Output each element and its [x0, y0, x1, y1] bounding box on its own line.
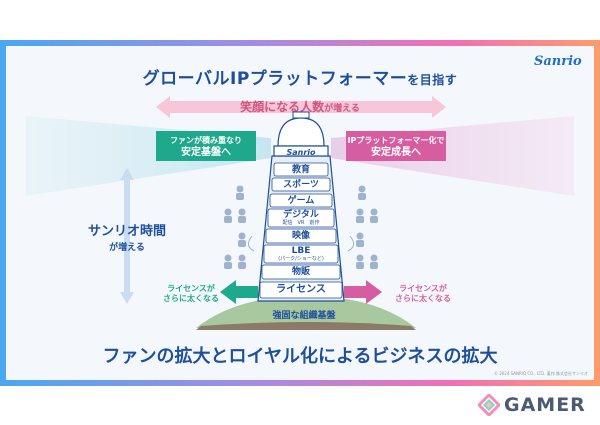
- left-people-icons: [224, 185, 246, 269]
- floor-digital: デジタル 配信 VR 創作: [268, 210, 334, 226]
- floor-sports-label: スポーツ: [283, 180, 319, 190]
- time-tail: が増える: [109, 243, 145, 253]
- floor-lbe-label: LBE: [291, 246, 311, 256]
- stable-growth-box: IPプラットフォーマー化で 安定成長へ: [346, 131, 446, 161]
- ground-label: 強固な組織基盤: [272, 311, 336, 321]
- floor-license: ライセンス: [260, 285, 342, 295]
- floor-license-label: ライセンス: [276, 284, 326, 295]
- tower-logo: Sanrio: [286, 148, 316, 157]
- license-left-line2: さらに太くなる: [163, 294, 219, 303]
- right-people-icons: [356, 185, 378, 269]
- slide: Sanrio グローバルIPプラットフォーマーを目指す 笑顔になる人数が増える …: [6, 46, 594, 380]
- floor-game-label: ゲーム: [287, 196, 315, 206]
- band-tail: が増える: [324, 104, 360, 114]
- floor-game: ゲーム: [270, 196, 332, 206]
- box-left-line2: 安定基盤へ: [181, 147, 231, 158]
- gamer-logo-icon: [478, 394, 500, 416]
- license-left-label: ライセンスが さらに太くなる: [156, 284, 226, 304]
- floor-video-label: 映像: [291, 231, 310, 241]
- vertical-double-arrow-icon: [120, 168, 134, 304]
- license-left-arrow: [220, 280, 258, 304]
- floor-education-label: 教育: [291, 165, 310, 175]
- copyright-text: © 2024 SANRIO CO., LTD. 著作 株式会社サンリオ: [493, 371, 588, 376]
- lighthouse-tower: [196, 111, 416, 330]
- time-main: サンリオ時間: [87, 224, 166, 239]
- license-right-line2: さらに太くなる: [395, 294, 451, 303]
- slide-title: グローバルIPプラットフォーマーを目指す: [6, 64, 594, 89]
- floor-digital-sub: 配信 VR 創作: [282, 220, 320, 226]
- title-main: グローバルIPプラットフォーマー: [142, 69, 408, 89]
- floor-merchandise: 物販: [262, 267, 340, 277]
- box-left-line1: ファンが積み重なり: [170, 136, 242, 145]
- sanrio-time-label: サンリオ時間 が増える: [82, 224, 172, 256]
- license-left-line1: ライセンスが: [167, 284, 215, 293]
- floor-lbe-sub: (パーク/ショーなど): [278, 256, 324, 262]
- floor-merchandise-label: 物販: [291, 267, 310, 277]
- floor-education: 教育: [274, 165, 328, 175]
- floor-lbe: LBE (パーク/ショーなど): [264, 246, 338, 262]
- license-right-arrow: [344, 280, 382, 304]
- floor-sports: スポーツ: [272, 180, 330, 190]
- license-right-line1: ライセンスが: [399, 284, 447, 293]
- band-label: 笑顔になる人数が増える: [6, 98, 594, 115]
- title-tail: を目指す: [407, 73, 458, 87]
- bottom-headline: ファンの拡大とロイヤル化によるビジネスの拡大: [102, 346, 498, 367]
- double-arrow-band: [156, 96, 446, 118]
- floor-video: 映像: [266, 231, 336, 241]
- floor-digital-label: デジタル: [283, 210, 319, 220]
- gamer-watermark-text: GAMER: [504, 394, 586, 416]
- box-right-line2: 安定成長へ: [371, 147, 421, 158]
- gamer-watermark: GAMER: [478, 392, 586, 418]
- license-right-label: ライセンスが さらに太くなる: [388, 284, 458, 304]
- band-main: 笑顔になる人数: [240, 100, 325, 114]
- stable-foundation-box: ファンが積み重なり 安定基盤へ: [156, 131, 256, 161]
- box-right-line1: IPプラットフォーマー化で: [347, 136, 445, 145]
- sanrio-logo: Sanrio: [534, 54, 582, 69]
